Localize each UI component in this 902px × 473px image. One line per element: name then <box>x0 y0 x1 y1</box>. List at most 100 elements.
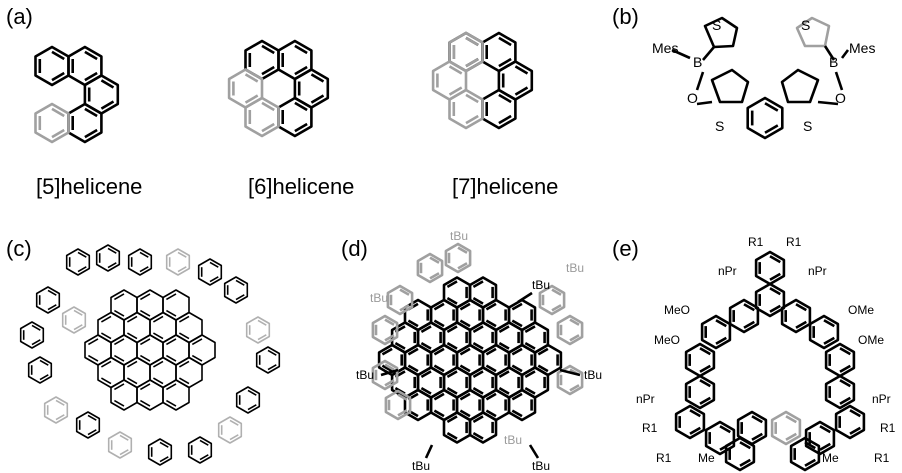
ring <box>674 404 706 440</box>
double-bond <box>839 364 851 373</box>
double-bond <box>229 419 239 426</box>
double-bond <box>77 251 87 258</box>
double-bond <box>849 409 861 418</box>
double-bond <box>511 302 523 311</box>
ring <box>371 359 399 391</box>
ring <box>704 420 736 456</box>
double-bond <box>244 94 259 104</box>
ome-lower: OMe <box>858 333 884 347</box>
double-bond <box>498 36 512 47</box>
ring <box>684 374 716 410</box>
double-bond <box>769 304 781 313</box>
ring <box>444 242 472 274</box>
double-bond <box>804 441 816 450</box>
me-right: Me <box>822 451 839 465</box>
double-bond <box>498 386 510 395</box>
atom-s-top-right: S <box>801 17 810 33</box>
double-bond <box>446 415 458 424</box>
double-bond <box>153 377 164 385</box>
helicene-7-name: [7]helicene <box>452 174 558 199</box>
tbu-left: tBu <box>356 368 374 382</box>
ring <box>416 252 444 284</box>
double-bond <box>407 364 419 373</box>
double-bond <box>457 262 468 270</box>
double-bond <box>257 319 267 326</box>
double-bond <box>267 349 277 356</box>
double-bond <box>88 354 99 362</box>
double-bond <box>384 334 395 342</box>
double-bond <box>429 272 440 280</box>
double-bond <box>73 309 83 316</box>
npr-bottom-left: nPr <box>636 392 655 406</box>
double-bond <box>119 449 129 456</box>
double-bond <box>785 432 797 441</box>
double-bond <box>448 65 463 75</box>
ring <box>127 248 153 276</box>
double-bond <box>514 86 529 96</box>
double-bond <box>569 334 580 342</box>
meo-lower: MeO <box>654 333 680 347</box>
ring <box>197 258 223 286</box>
double-bond <box>140 293 151 301</box>
double-bond <box>699 396 711 405</box>
double-bond <box>139 251 149 258</box>
ring <box>34 102 70 144</box>
double-bond <box>715 319 727 328</box>
double-bond <box>433 409 445 418</box>
double-bond <box>397 409 408 417</box>
double-bond <box>823 319 835 328</box>
double-bond <box>107 262 117 269</box>
double-bond <box>55 414 65 421</box>
ring <box>255 346 281 374</box>
double-bond <box>179 315 190 323</box>
double-bond <box>166 354 177 362</box>
double-bond <box>310 94 325 104</box>
double-bond <box>261 65 275 76</box>
ring <box>754 282 786 318</box>
thiophene-left <box>703 16 739 49</box>
ring <box>165 248 191 276</box>
double-bond <box>459 409 471 418</box>
double-bond <box>569 384 580 392</box>
double-bond <box>511 319 523 328</box>
double-bond <box>739 458 751 467</box>
double-bond <box>689 426 701 435</box>
double-bond <box>446 341 458 350</box>
double-bond <box>101 315 112 323</box>
atom-s-bottom-left: S <box>715 118 724 134</box>
mes-right: Mes <box>849 40 875 56</box>
double-bond <box>433 302 445 311</box>
panel-d-group-labels: tBu tBu tBu tBu tBu tBu tBu tBu tBu <box>356 229 602 473</box>
double-bond <box>485 302 497 311</box>
double-bond <box>261 44 275 55</box>
double-bond <box>140 399 151 407</box>
double-bond <box>699 364 711 373</box>
double-bond <box>472 370 484 379</box>
ring <box>724 436 756 472</box>
double-bond <box>114 354 125 362</box>
tbu-gray-top: tBu <box>450 229 468 243</box>
ring <box>770 410 802 446</box>
double-bond <box>119 434 129 441</box>
ring <box>162 379 190 411</box>
double-bond <box>511 347 523 356</box>
double-bond <box>140 354 151 362</box>
double-bond <box>127 315 138 323</box>
double-bond <box>310 73 325 83</box>
bond-bo-left <box>695 71 705 91</box>
thiophene-boron-helicene-structure <box>671 16 850 140</box>
double-bond <box>498 370 510 379</box>
double-bond <box>524 325 536 334</box>
meo-upper: MeO <box>664 303 690 317</box>
double-bond <box>849 426 861 435</box>
double-bond <box>498 57 512 68</box>
double-bond <box>524 370 536 379</box>
double-bond <box>209 276 219 283</box>
double-bond <box>699 379 711 388</box>
double-bond <box>551 304 562 312</box>
double-bond <box>751 432 763 441</box>
atom-o-right: O <box>835 90 846 106</box>
double-bond <box>446 280 458 289</box>
multiple-helicene-nanographene-structure <box>19 244 281 466</box>
double-bond <box>127 332 138 340</box>
